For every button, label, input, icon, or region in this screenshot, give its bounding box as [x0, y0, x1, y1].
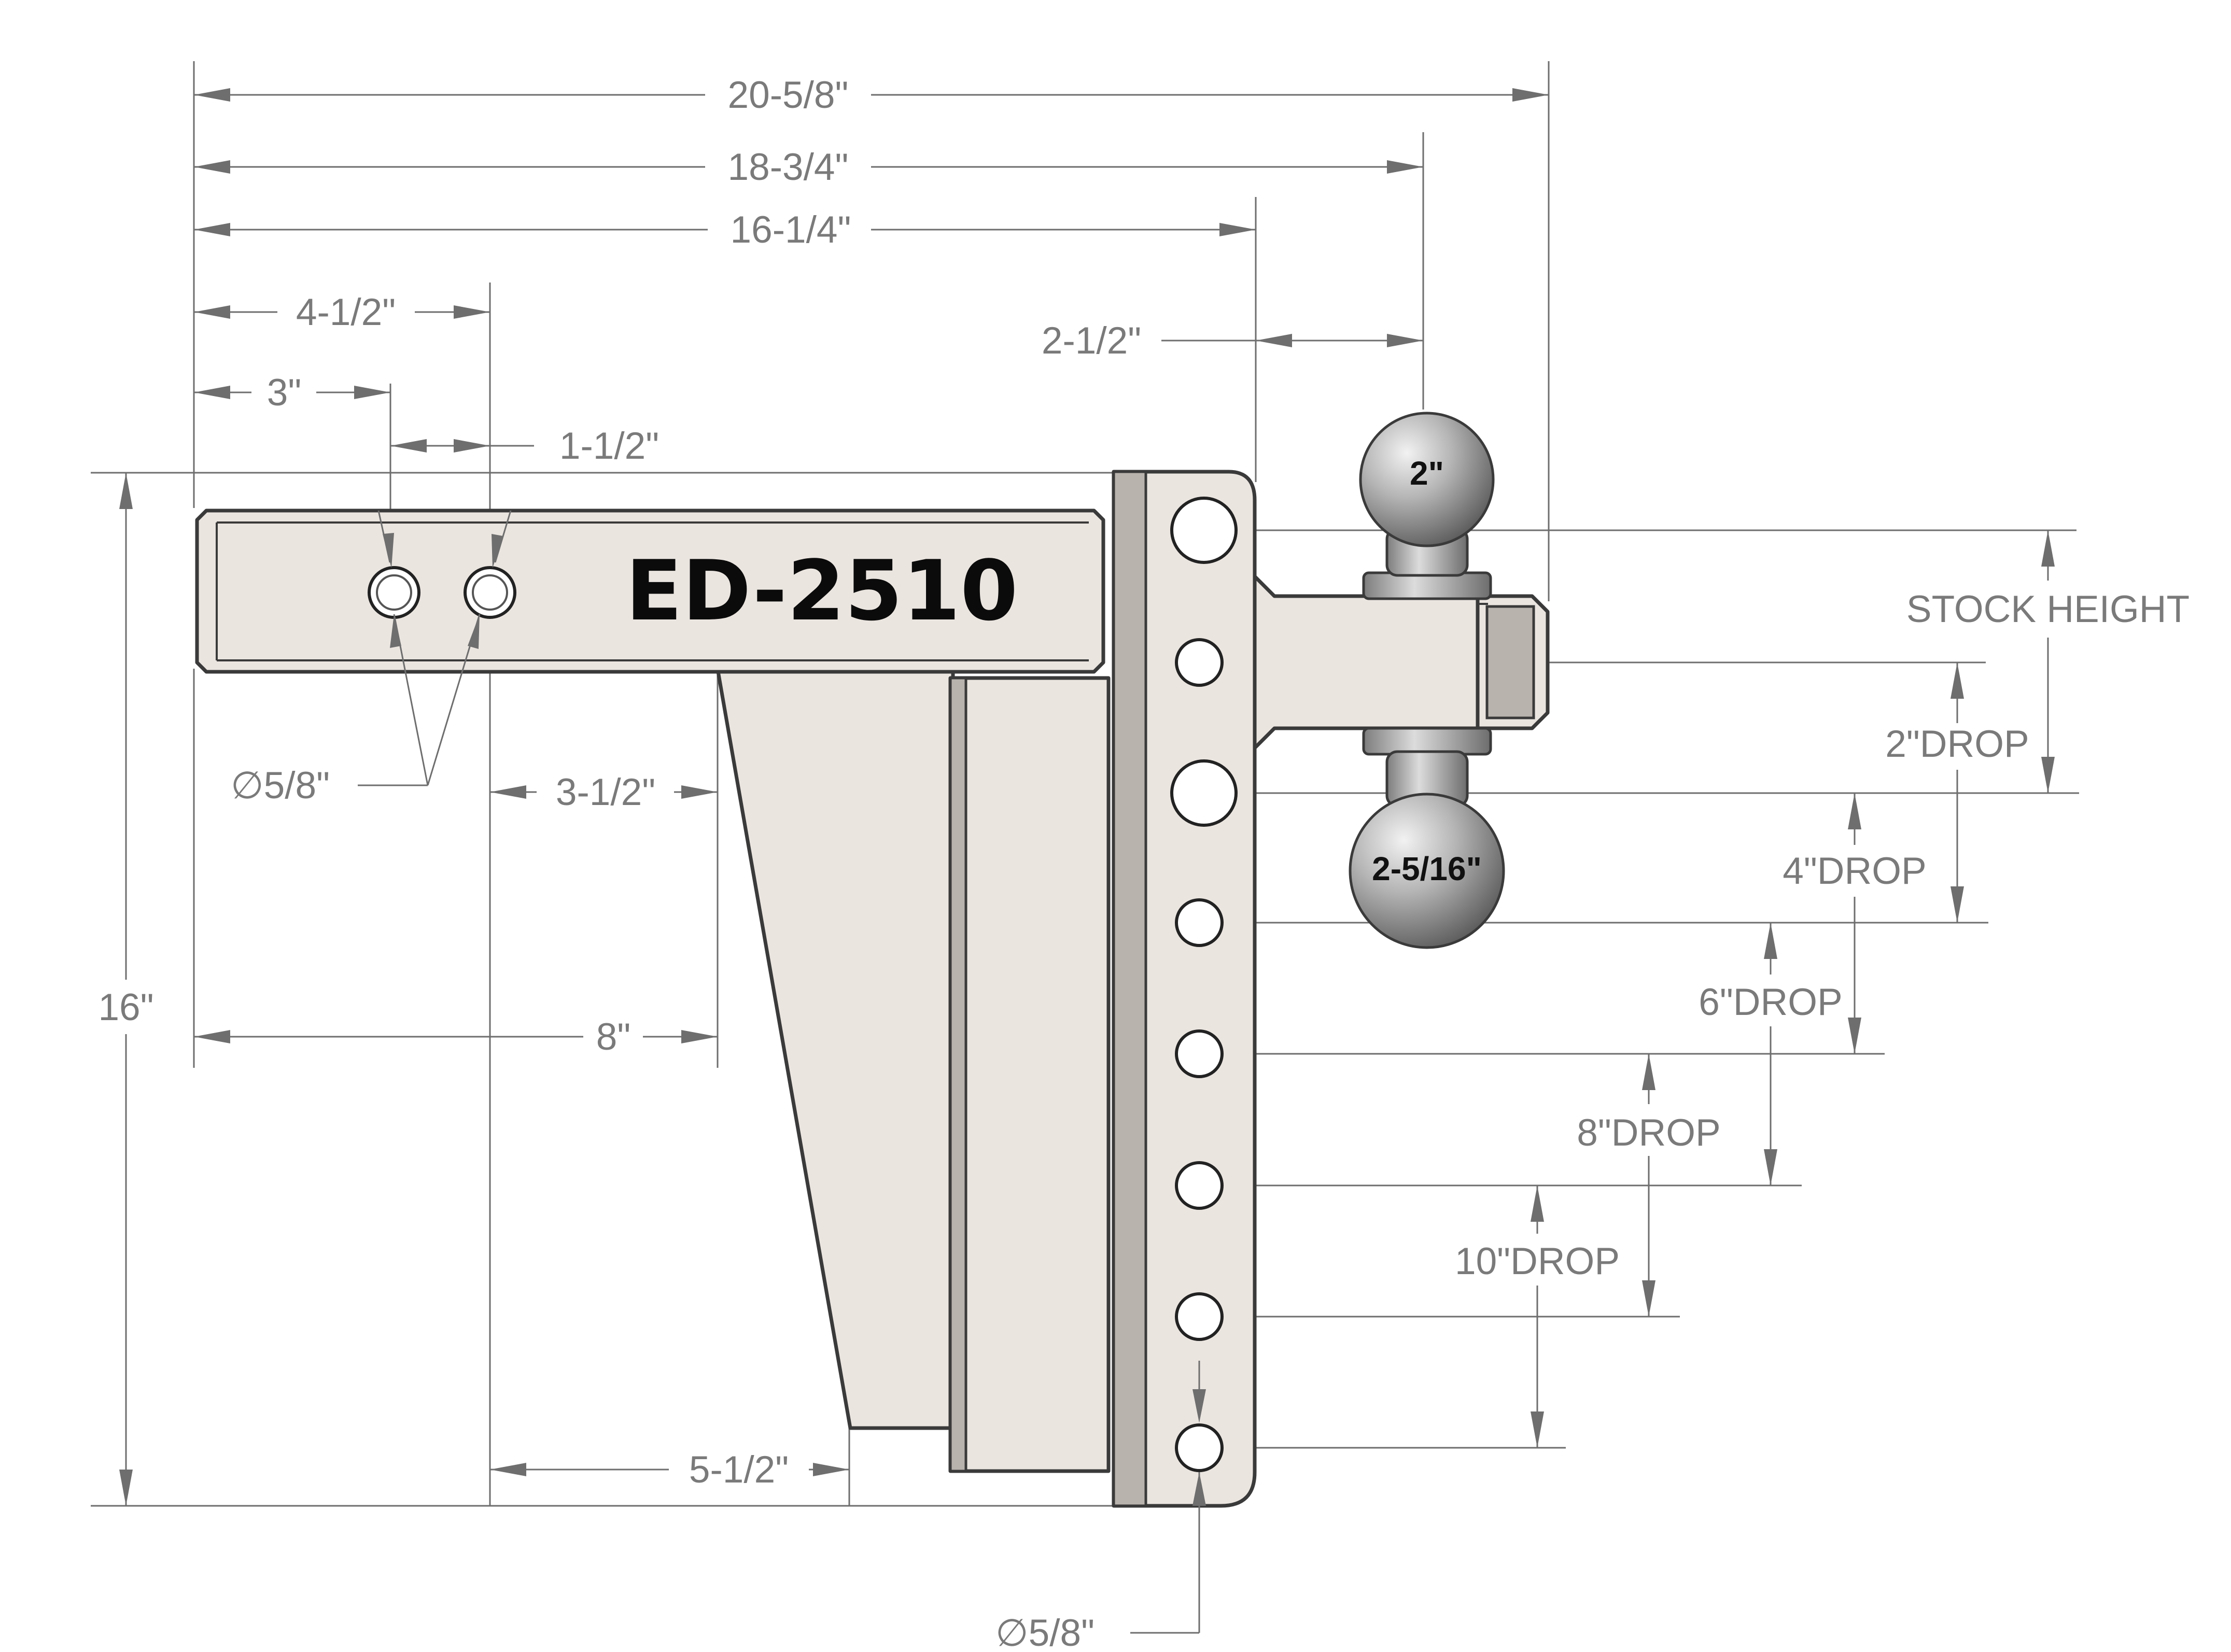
dim-second-pin-hole: 4-1/2" — [194, 291, 490, 333]
hitch-body — [195, 470, 1550, 1508]
svg-text:∅5/8": ∅5/8" — [995, 1612, 1095, 1652]
top-ball: 2" — [1359, 412, 1495, 600]
svg-text:∅5/8": ∅5/8" — [231, 765, 330, 807]
svg-text:20-5/8": 20-5/8" — [728, 74, 849, 116]
plate-hole-1 — [1170, 497, 1238, 564]
svg-text:2-1/2": 2-1/2" — [1042, 320, 1141, 362]
plate-hole-5 — [1175, 1029, 1224, 1078]
dim-overall-length: 20-5/8" — [194, 74, 1549, 116]
plate-hole-3 — [1170, 759, 1238, 827]
dim-ball-offset: 2-1/2" — [1042, 320, 1423, 362]
top-ball-size: 2" — [1410, 455, 1444, 492]
svg-text:6"DROP: 6"DROP — [1699, 981, 1842, 1023]
dim-overall-height: 16" — [98, 473, 154, 1506]
svg-text:8"DROP: 8"DROP — [1577, 1112, 1720, 1154]
plate-hole-6 — [1175, 1161, 1224, 1210]
bottom-ball-size: 2-5/16" — [1372, 850, 1482, 887]
gusset — [715, 667, 955, 1430]
dim-gusset-reach: 8" — [194, 1016, 718, 1058]
dim-drop-2: 2"DROP — [1885, 662, 2029, 923]
svg-text:5-1/2": 5-1/2" — [689, 1449, 789, 1491]
svg-text:10"DROP: 10"DROP — [1455, 1240, 1620, 1282]
ball-platform — [1253, 574, 1480, 750]
dim-plate-hole-diameter: ∅5/8" — [995, 1361, 1206, 1652]
svg-text:3": 3" — [267, 372, 302, 414]
plate-hole-4 — [1175, 898, 1224, 947]
svg-text:18-3/4": 18-3/4" — [728, 146, 849, 188]
svg-text:4"DROP: 4"DROP — [1783, 850, 1926, 892]
dim-pin-spacing: 1-1/2" — [390, 425, 659, 467]
svg-text:8": 8" — [596, 1016, 631, 1058]
reinforcement-bar — [948, 676, 1111, 1473]
dim-pin-hole-diameter: ∅5/8" — [231, 510, 512, 807]
dim-drop-6: 6"DROP — [1699, 923, 1843, 1185]
extension-lines — [91, 61, 2079, 1507]
drop-plate — [1112, 470, 1257, 1508]
dim-stock-height: STOCK HEIGHT — [1887, 530, 2198, 793]
plate-hole-7 — [1175, 1292, 1224, 1341]
svg-text:4-1/2": 4-1/2" — [296, 291, 396, 333]
shank — [195, 509, 1105, 674]
dim-first-pin-hole: 3" — [194, 372, 390, 414]
dim-ball-top-center: 18-3/4" — [194, 146, 1423, 188]
svg-text:3-1/2": 3-1/2" — [556, 771, 655, 813]
dim-gusset-bottom: 5-1/2" — [490, 1449, 849, 1491]
plate-hole-8 — [1175, 1423, 1224, 1472]
svg-text:STOCK HEIGHT: STOCK HEIGHT — [1906, 588, 2190, 630]
dim-gusset-top: 3-1/2" — [490, 771, 718, 813]
svg-text:2"DROP: 2"DROP — [1885, 723, 2029, 765]
model-label: ED-2510 — [626, 542, 1018, 639]
svg-text:1-1/2": 1-1/2" — [559, 425, 659, 467]
dim-drop-4: 4"DROP — [1783, 793, 1927, 1054]
dim-shank-to-plate: 16-1/4" — [194, 209, 1256, 251]
bottom-ball: 2-5/16" — [1349, 727, 1505, 949]
dim-drop-10: 10"DROP — [1455, 1185, 1620, 1448]
svg-text:16-1/4": 16-1/4" — [731, 209, 851, 251]
dim-drop-8: 8"DROP — [1577, 1054, 1721, 1317]
svg-text:16": 16" — [98, 986, 153, 1028]
plate-hole-2 — [1175, 638, 1224, 687]
